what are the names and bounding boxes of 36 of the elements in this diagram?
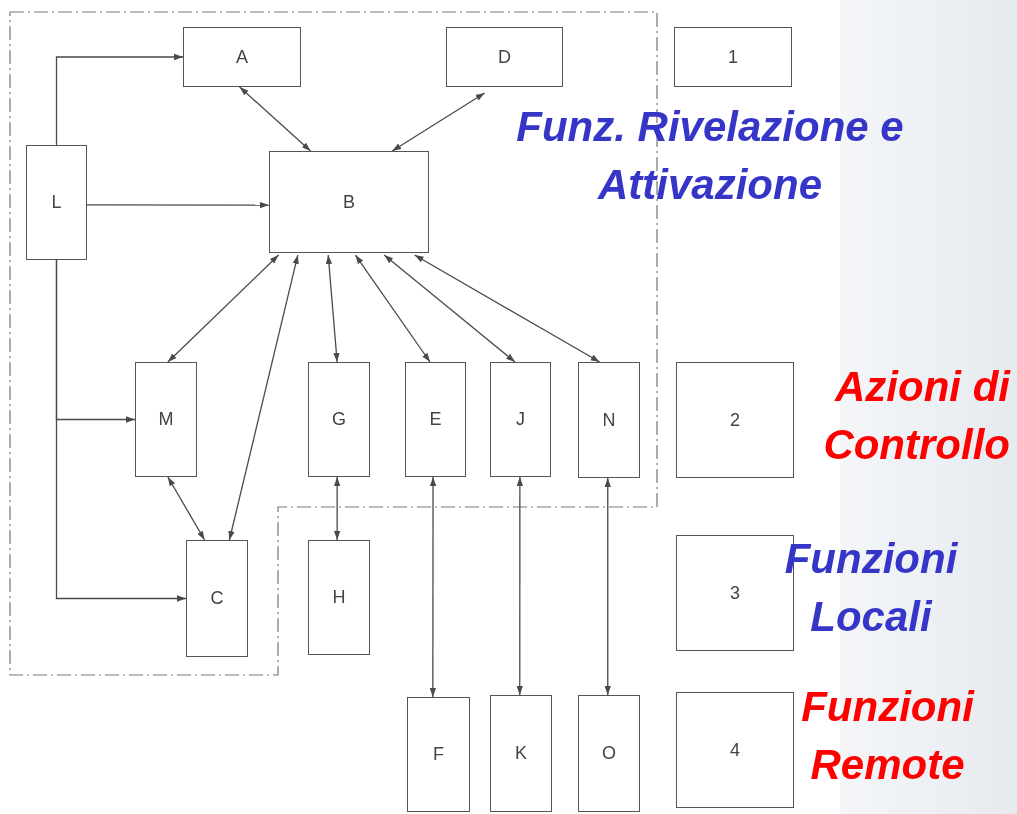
process-box: 1 xyxy=(674,27,792,87)
arrow xyxy=(228,254,299,541)
process-box: K xyxy=(490,695,552,812)
arrow xyxy=(167,254,280,363)
arrow xyxy=(604,477,611,696)
arrow xyxy=(55,53,184,146)
heading-text: Funz. Rivelazione e Attivazione xyxy=(515,102,905,210)
arrow xyxy=(167,476,206,541)
process-box: N xyxy=(578,362,640,478)
arrow xyxy=(325,254,340,363)
arrow xyxy=(354,254,431,363)
heading-text: Funzioni Remote xyxy=(800,682,976,790)
process-box: E xyxy=(405,362,466,477)
process-box: L xyxy=(26,145,87,260)
process-box: A xyxy=(183,27,301,87)
arrow xyxy=(383,254,516,363)
process-box: 4 xyxy=(676,692,794,808)
arrow xyxy=(391,92,486,152)
process-box: M xyxy=(135,362,197,477)
arrow xyxy=(413,254,601,363)
arrow xyxy=(429,476,437,698)
arrow xyxy=(239,86,312,152)
arrow xyxy=(55,259,187,602)
process-box: J xyxy=(490,362,551,477)
process-box: G xyxy=(308,362,370,477)
process-box: B xyxy=(269,151,429,253)
heading-text: Azioni di Controllo xyxy=(822,362,1010,470)
process-box: O xyxy=(578,695,640,812)
process-box: F xyxy=(407,697,470,812)
process-box: 2 xyxy=(676,362,794,478)
arrow xyxy=(516,476,524,696)
arrow xyxy=(334,476,341,541)
process-box: D xyxy=(446,27,563,87)
process-box: H xyxy=(308,540,370,655)
process-box: C xyxy=(186,540,248,657)
arrow xyxy=(86,201,270,209)
